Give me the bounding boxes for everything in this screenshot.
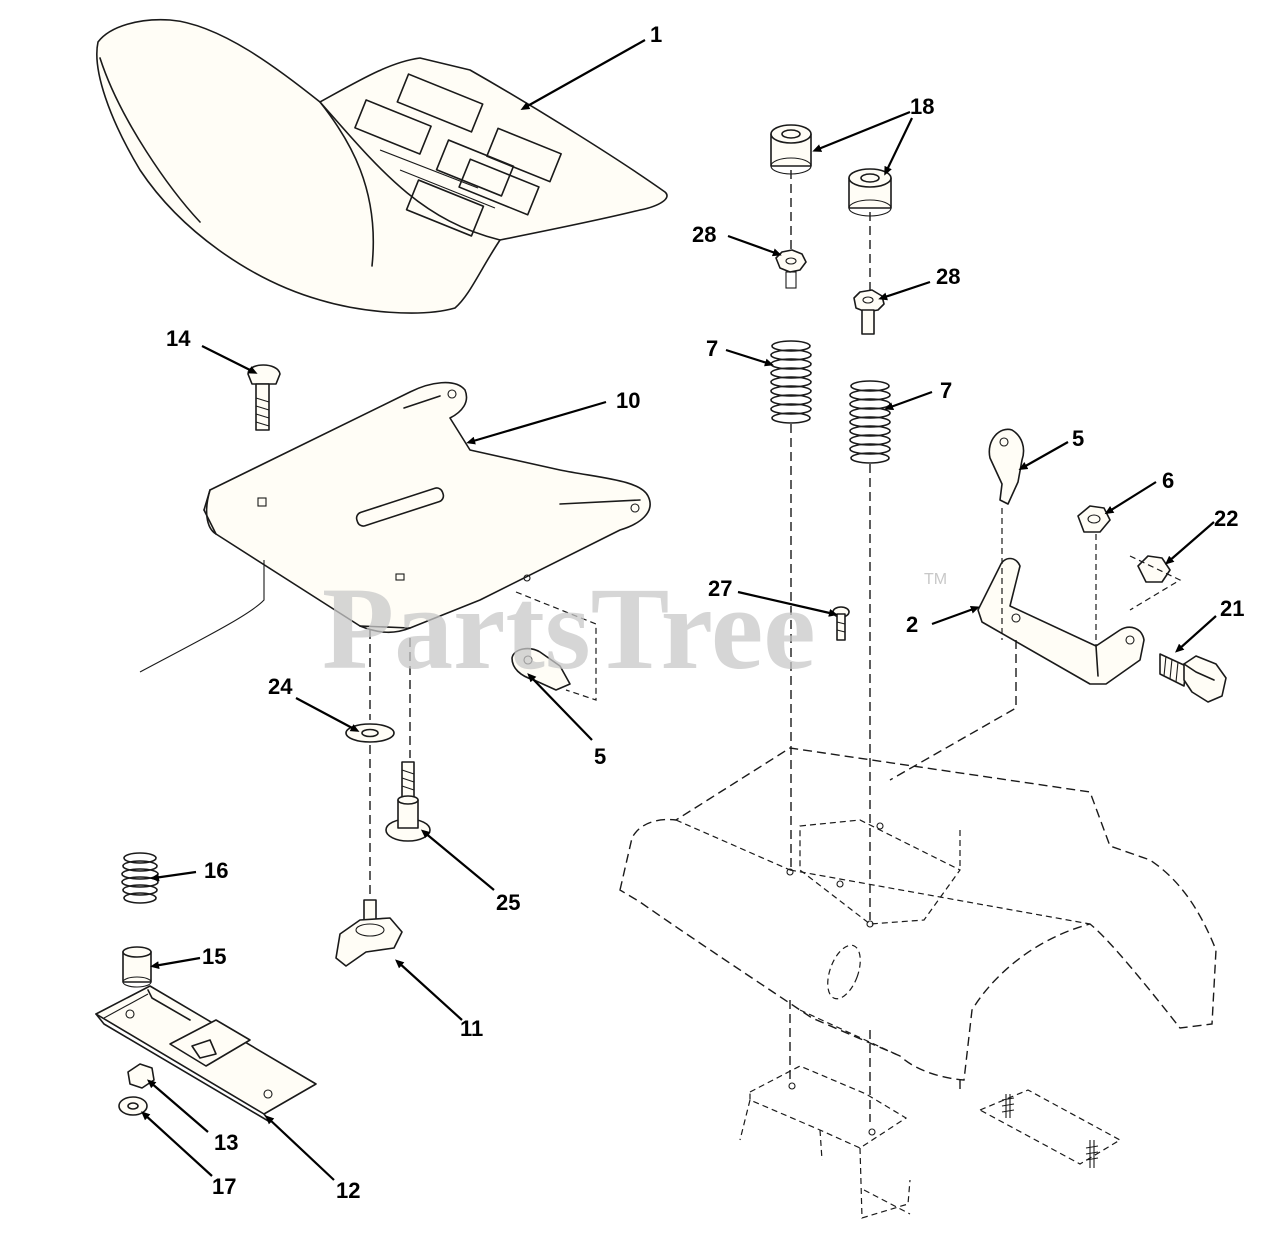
washer-24[interactable] [345, 723, 395, 743]
seat-pan[interactable] [139, 381, 651, 673]
callout-7-left[interactable]: 7 [706, 336, 718, 361]
lockwasher-left[interactable] [775, 249, 807, 289]
bumper-right[interactable] [848, 168, 892, 217]
callout-28-right[interactable]: 28 [936, 264, 960, 289]
washer-17[interactable] [118, 1096, 148, 1116]
callout-7-right[interactable]: 7 [940, 378, 952, 403]
tractor-frame [619, 747, 1217, 1122]
watermark: PartsTree TM [322, 563, 947, 694]
callout-24[interactable]: 24 [268, 674, 293, 699]
callout-18[interactable]: 18 [910, 94, 934, 119]
callout-17[interactable]: 17 [212, 1174, 236, 1199]
callout-2[interactable]: 2 [906, 612, 918, 637]
nut-22[interactable] [1137, 555, 1171, 583]
spring-left[interactable] [770, 340, 812, 424]
bottom-bracket-left [739, 1065, 911, 1219]
leader-lines [141, 39, 1217, 1181]
bolt-25[interactable] [385, 761, 431, 842]
callout-27[interactable]: 27 [708, 576, 732, 601]
callout-12[interactable]: 12 [336, 1178, 360, 1203]
callout-5-lower[interactable]: 5 [594, 744, 606, 769]
callout-13[interactable]: 13 [214, 1130, 238, 1155]
spring-right[interactable] [849, 380, 891, 464]
bolt-21[interactable] [1159, 653, 1227, 703]
knob-11[interactable] [335, 899, 403, 967]
watermark-text: PartsTree [322, 563, 816, 694]
callout-10[interactable]: 10 [616, 388, 640, 413]
callouts: 1 18 28 28 7 7 14 10 5 6 22 27 2 21 24 5… [166, 22, 1244, 1203]
callout-5-upper[interactable]: 5 [1072, 426, 1084, 451]
carriage-bolt[interactable] [247, 364, 281, 431]
clip-upper[interactable] [988, 428, 1025, 505]
nut-6[interactable] [1077, 505, 1111, 533]
callout-21[interactable]: 21 [1220, 596, 1244, 621]
spacer-15[interactable] [122, 946, 152, 988]
callout-15[interactable]: 15 [202, 944, 226, 969]
lockwasher-right[interactable] [853, 289, 885, 335]
callout-1[interactable]: 1 [650, 22, 662, 47]
callout-6[interactable]: 6 [1162, 468, 1174, 493]
callout-28-left[interactable]: 28 [692, 222, 716, 247]
callout-22[interactable]: 22 [1214, 506, 1238, 531]
bracket-2[interactable] [977, 557, 1145, 685]
nut-13[interactable] [127, 1063, 155, 1089]
bottom-bracket-right [978, 1089, 1122, 1168]
callout-14[interactable]: 14 [166, 326, 191, 351]
watermark-trademark: TM [924, 571, 947, 588]
spring-16[interactable] [121, 852, 159, 904]
seat[interactable] [96, 18, 668, 314]
bumper-left[interactable] [770, 124, 812, 175]
clip-lower[interactable] [511, 591, 597, 701]
callout-25[interactable]: 25 [496, 890, 520, 915]
callout-16[interactable]: 16 [204, 858, 228, 883]
callout-11[interactable]: 11 [460, 1016, 483, 1041]
screw-27[interactable] [832, 606, 850, 641]
